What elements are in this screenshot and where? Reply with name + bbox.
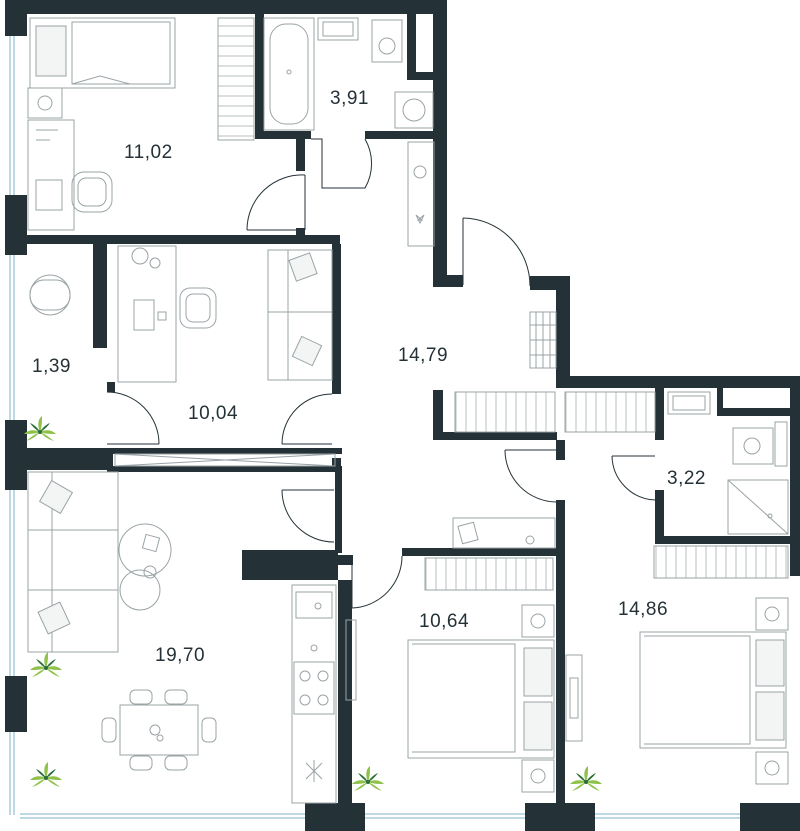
washer-icon — [394, 91, 434, 129]
shower-icon — [727, 479, 789, 535]
room-area-office: 10,04 — [188, 403, 238, 424]
room-area-living-kitchen: 19,70 — [155, 645, 205, 666]
sink-icon — [317, 17, 359, 41]
room-area-bedroom-middle: 10,64 — [419, 611, 469, 632]
nightstand-icon — [27, 87, 63, 119]
armchair-icon — [71, 171, 113, 213]
plant-icon — [352, 766, 384, 791]
room-area-balcony: 1,39 — [32, 356, 71, 377]
plant-icon — [30, 652, 62, 677]
plant-icon — [570, 766, 602, 791]
room-area-hall: 14,79 — [398, 345, 448, 366]
tv-icon — [565, 654, 583, 742]
wardrobe-icon — [217, 17, 255, 141]
bed-icon — [29, 17, 176, 89]
bed-icon — [407, 639, 555, 759]
wardrobe-icon — [653, 545, 789, 579]
dining-table-icon — [101, 689, 217, 771]
walls — [5, 0, 800, 831]
wardrobe-icon — [424, 557, 554, 591]
bathtub-icon — [263, 17, 315, 131]
nightstand-icon — [755, 597, 789, 785]
room-area-bedroom-top-left: 11,02 — [124, 142, 173, 163]
plant-icon — [24, 416, 56, 441]
door-swing-icon — [106, 138, 656, 609]
desk-icon — [27, 119, 75, 231]
cabinet-icon — [407, 141, 435, 247]
sofa-icon — [267, 249, 333, 381]
sofa-icon — [27, 471, 119, 653]
coffee-table-icon — [118, 523, 172, 611]
armchair-icon — [29, 274, 71, 316]
room-area-bedroom-right: 14,86 — [618, 599, 668, 620]
room-area-bathroom-top: 3,91 — [330, 88, 369, 109]
kitchen-counter-icon — [291, 584, 337, 804]
wardrobe-icon — [454, 391, 656, 433]
wardrobe-icon — [114, 453, 336, 467]
stove-icon — [293, 661, 335, 782]
tv-icon — [345, 619, 357, 701]
sink-icon — [667, 391, 711, 415]
armchair-icon — [179, 287, 217, 329]
tv-stand-icon — [452, 517, 556, 549]
window-icon — [9, 30, 740, 819]
plant-icon — [30, 762, 62, 787]
bed-icon — [639, 631, 787, 749]
nightstand-icon — [521, 604, 555, 793]
rug-icon — [529, 311, 557, 369]
toilet-icon — [371, 19, 403, 63]
room-area-bathroom-right: 3,22 — [667, 468, 706, 489]
toilet-icon — [732, 421, 788, 467]
desk-icon — [117, 245, 177, 383]
